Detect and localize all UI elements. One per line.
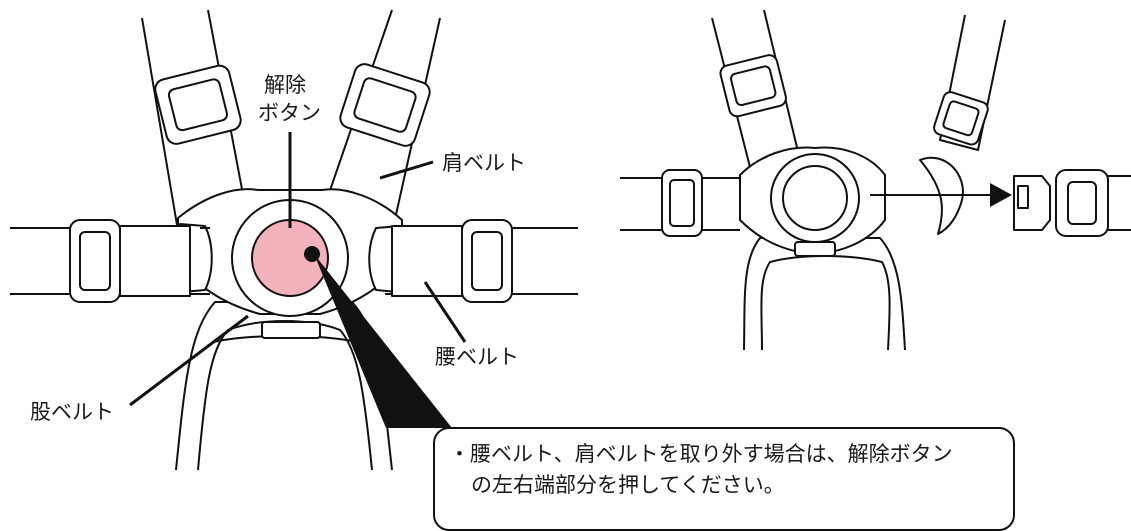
crotch-belt-label: 股ベルト <box>30 400 114 424</box>
diagram-svg <box>10 9 1131 471</box>
crotch-tab <box>261 321 321 339</box>
detached-waist-buckle <box>1055 169 1109 237</box>
left-waist-buckle <box>69 219 121 303</box>
right-harness <box>620 9 1131 351</box>
instruction-line1: ・腰ベルト、肩ベルトを取り外す場合は、解除ボタン <box>449 442 953 466</box>
left-harness <box>10 9 578 471</box>
right-fig-crotch-tab <box>794 241 836 257</box>
waist-belt-band-left <box>119 225 191 297</box>
detached-shoulder-buckle <box>933 91 989 146</box>
leader-crotch-belt <box>129 314 249 407</box>
waist-belt-label: 腰ベルト <box>435 345 519 369</box>
instruction-text: ・腰ベルト、肩ベルトを取り外す場合は、解除ボタン の左右端部分を押してください。 <box>449 439 953 501</box>
instruction-line2: の左右端部分を押してください。 <box>471 473 785 497</box>
detach-arrow-head <box>990 183 1012 207</box>
right-fig-waist-buckle <box>661 169 703 237</box>
right-fig-shoulder-buckle <box>719 54 787 118</box>
right-shoulder-buckle <box>339 63 431 147</box>
right-waist-buckle <box>461 219 513 303</box>
right-fig-release-button <box>782 165 848 231</box>
instruction-callout <box>433 427 1015 531</box>
callout-pointer <box>314 254 452 428</box>
harness-diagram: 解除 ボタン 肩ベルト 腰ベルト 股ベルト ・腰ベルト、肩ベルトを取り外す場合は… <box>10 9 1131 531</box>
left-shoulder-buckle <box>154 64 242 145</box>
leader-waist-belt <box>423 281 467 343</box>
release-button-label-line1: 解除 <box>264 73 306 97</box>
shoulder-belt-label: 肩ベルト <box>442 151 526 175</box>
release-button-label-line2: ボタン <box>258 101 321 125</box>
leader-shoulder-belt <box>379 160 434 180</box>
